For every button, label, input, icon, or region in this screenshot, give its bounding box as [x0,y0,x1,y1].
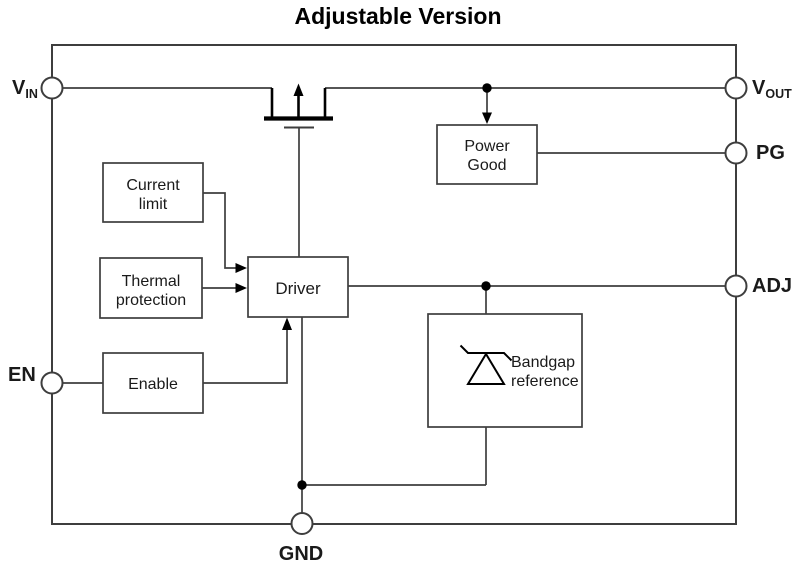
current-limit-label-line2: limit [139,196,168,213]
wire-enable-to-driver [203,329,288,384]
pin-pg: PG [724,141,785,165]
pin-label-vout: VOUT [752,77,792,101]
zener-diode-icon [459,344,513,385]
junction-dot-vout [482,83,492,93]
pin-circle-icon [724,141,748,165]
pin-circle-icon [40,76,64,100]
block-thermal-protection: Thermal protection [99,257,203,319]
block-driver: Driver [247,256,349,318]
current-limit-box [102,162,204,223]
pin-vout-subscript: OUT [765,87,792,101]
thermal-protection-label-line2: protection [116,292,186,309]
pin-vout-main: V [752,77,766,99]
pin-vin: VIN [12,76,64,101]
arrowhead-enable-into-driver [282,317,292,330]
pin-label-adj: ADJ [752,275,792,297]
diagram-title: Adjustable Version [294,3,501,29]
pin-circle-icon [724,76,748,100]
pin-gnd: GND [279,512,323,565]
arrowhead-currentlimit-into-driver [235,263,247,273]
power-good-label-line1: Power [464,138,510,155]
pin-en: EN [8,364,64,395]
power-good-box [436,124,538,185]
pin-label-en: EN [8,364,36,386]
junction-dot-gnd-rail [297,480,307,490]
pin-adj: ADJ [724,274,792,298]
pin-circle-icon [724,274,748,298]
pin-label-vin: VIN [12,77,38,101]
driver-label: Driver [275,279,321,298]
thermal-protection-box [99,257,203,319]
pin-vin-subscript: IN [25,87,38,101]
block-power-good: Power Good [436,124,538,185]
arrowhead-into-powergood [482,112,492,124]
pin-circle-icon [40,371,64,395]
junction-dot-adj [481,281,491,291]
wire-currentlimit-to-driver [203,192,236,269]
enable-box [102,352,204,414]
arrowhead-thermal-into-driver [235,283,247,293]
current-limit-label-line1: Current [126,177,180,194]
pin-circle-icon [290,512,314,535]
pmos-body-arrowhead [293,83,304,96]
bandgap-label-line2: reference [511,373,579,390]
block-current-limit: Current limit [102,162,204,223]
bandgap-box [427,313,583,428]
driver-box [247,256,349,318]
pin-vin-main: V [12,77,26,99]
pin-label-gnd: GND [279,543,323,565]
enable-label: Enable [128,376,178,393]
pin-vout: VOUT [724,76,792,101]
block-bandgap-reference: Bandgap reference [427,313,583,428]
pin-label-pg: PG [756,142,785,164]
block-enable: Enable [102,352,204,414]
pmos-transistor-icon [264,83,333,129]
zener-anode-triangle [466,352,506,385]
bandgap-label-line1: Bandgap [511,354,575,371]
thermal-protection-label-line1: Thermal [122,273,181,290]
power-good-label-line2: Good [467,157,506,174]
